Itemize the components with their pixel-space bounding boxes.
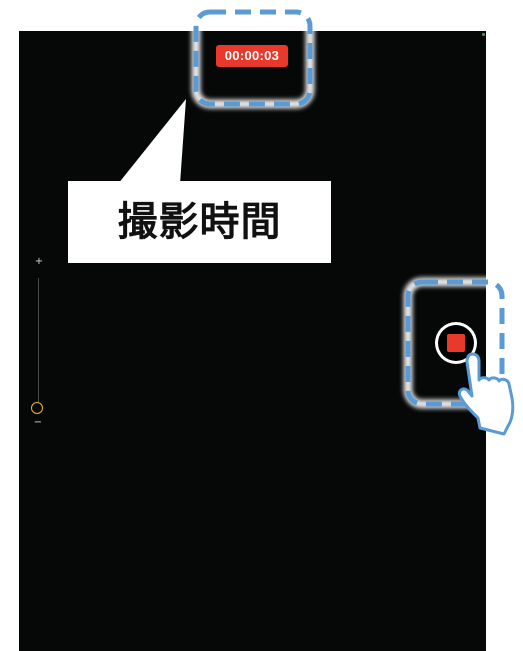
- zoom-slider-track[interactable]: [38, 278, 39, 402]
- zoom-out-label: −: [33, 417, 43, 428]
- camera-active-indicator: [482, 33, 485, 36]
- callout-label: 撮影時間: [68, 181, 331, 263]
- camera-viewfinder[interactable]: [19, 31, 486, 651]
- zoom-in-label: +: [34, 256, 44, 267]
- zoom-slider-knob[interactable]: [31, 402, 43, 414]
- recording-timer: 00:00:03: [216, 45, 288, 67]
- stop-record-icon: [447, 334, 465, 352]
- stop-record-button[interactable]: [435, 322, 477, 364]
